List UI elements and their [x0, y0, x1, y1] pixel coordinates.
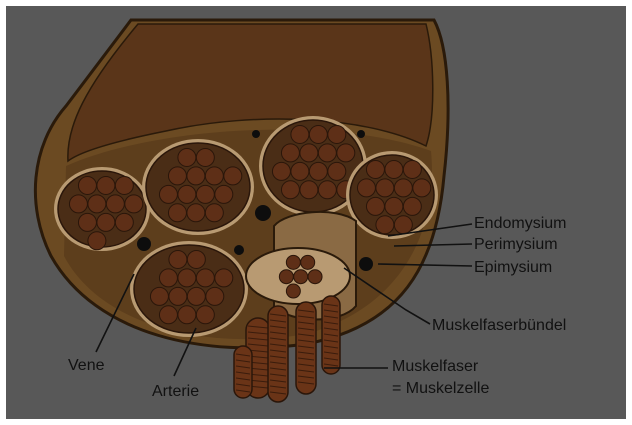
blood-vessel: [137, 237, 151, 251]
diagram-area: Endomysium Perimysium Epimysium Muskelfa…: [6, 6, 626, 419]
blood-vessel: [359, 257, 373, 271]
muscle-fiber-section: [97, 213, 115, 231]
muscle-fiber-section: [300, 181, 318, 199]
muscle-fiber-section: [413, 179, 431, 197]
muscle-fiber-section: [385, 160, 403, 178]
blood-vessel: [234, 245, 244, 255]
muscle-fiber-section: [196, 148, 214, 166]
protruding-muscle-fiber: [234, 346, 252, 398]
muscle-fiber-section: [206, 287, 224, 305]
muscle-fiber-section: [403, 160, 421, 178]
muscle-fiber-section: [169, 250, 187, 268]
label-artery: Arterie: [152, 383, 199, 400]
muscle-fiber-section: [394, 179, 412, 197]
muscle-fiber-section: [78, 213, 96, 231]
muscle-fiber-section: [376, 216, 394, 234]
muscle-fiber-section: [300, 144, 318, 162]
label-endomysium: Endomysium: [474, 215, 566, 232]
muscle-fiber-section: [178, 185, 196, 203]
muscle-fiber-section: [196, 269, 214, 287]
bundle-fiber-section: [286, 284, 300, 298]
muscle-fiber-section: [168, 204, 186, 222]
muscle-fiber-section: [328, 125, 346, 143]
muscle-fiber-section: [187, 287, 205, 305]
muscle-fiber-section: [281, 144, 299, 162]
blood-vessel: [252, 130, 260, 138]
label-muscle-cell: = Muskelzelle: [392, 380, 489, 397]
muscle-fiber-section: [309, 162, 327, 180]
muscle-fiber-section: [159, 185, 177, 203]
bundle-fiber-section: [308, 270, 322, 284]
label-muscle-fiber: Muskelfaser: [392, 358, 479, 375]
muscle-fiber-section: [205, 204, 223, 222]
fascicle: [130, 241, 248, 337]
muscle-fiber-section: [187, 204, 205, 222]
muscle-fiber-section: [115, 213, 133, 231]
muscle-fiber-section: [318, 144, 336, 162]
muscle-fiber-section: [106, 195, 124, 213]
muscle-fiber-section: [215, 185, 233, 203]
muscle-fiber-section: [196, 185, 214, 203]
bundle-fiber-section: [301, 255, 315, 269]
bundle-fiber-section: [294, 270, 308, 284]
muscle-fiber-section: [115, 176, 133, 194]
muscle-fiber-section: [178, 148, 196, 166]
label-perimysium: Perimysium: [474, 236, 558, 253]
muscle-fiber-section: [357, 179, 375, 197]
muscle-fiber-section: [178, 306, 196, 324]
muscle-fiber-section: [272, 162, 290, 180]
muscle-fiber-section: [178, 269, 196, 287]
blood-vessel: [357, 130, 365, 138]
protruding-muscle-fiber: [322, 296, 340, 374]
blood-vessel: [255, 205, 271, 221]
muscle-fiber-section: [215, 269, 233, 287]
bundle-fiber-section: [286, 255, 300, 269]
muscle-fiber-section: [291, 162, 309, 180]
label-muscle-bundle: Muskelfaserbündel: [432, 317, 566, 334]
muscle-fiber-section: [88, 232, 106, 250]
muscle-cross-section-diagram: Endomysium Perimysium Epimysium Muskelfa…: [6, 6, 626, 419]
muscle-fiber-section: [376, 179, 394, 197]
label-epimysium: Epimysium: [474, 259, 552, 276]
muscle-fiber-section: [291, 125, 309, 143]
protruding-muscle-fiber: [296, 302, 316, 394]
muscle-fiber-section: [69, 195, 87, 213]
muscle-fiber-section: [159, 306, 177, 324]
muscle-fiber-section: [97, 176, 115, 194]
muscle-fiber-section: [150, 287, 168, 305]
muscle-fiber-section: [88, 195, 106, 213]
muscle-fiber-section: [337, 144, 355, 162]
muscle-fiber-section: [187, 250, 205, 268]
muscle-fiber-section: [169, 287, 187, 305]
muscle-fiber-section: [78, 176, 96, 194]
muscle-fiber-section: [309, 125, 327, 143]
muscle-fiber-section: [196, 306, 214, 324]
muscle-fiber-section: [205, 167, 223, 185]
muscle-fiber-section: [125, 195, 143, 213]
fascicle: [54, 167, 150, 251]
bundle-fiber-section: [279, 270, 293, 284]
protruding-muscle-fiber: [268, 306, 288, 402]
muscle-fiber-section: [385, 197, 403, 215]
muscle-fiber-section: [366, 160, 384, 178]
muscle-fiber-section: [318, 181, 336, 199]
muscle-fiber-section: [366, 197, 384, 215]
muscle-fiber-section: [168, 167, 186, 185]
muscle-fiber-section: [328, 162, 346, 180]
muscle-fiber-section: [159, 269, 177, 287]
fascicle: [346, 151, 438, 239]
muscle-fiber-section: [187, 167, 205, 185]
fascicle: [142, 139, 254, 235]
muscle-fiber-section: [224, 167, 242, 185]
muscle-fiber-section: [281, 181, 299, 199]
muscle-fiber-section: [394, 216, 412, 234]
muscle-fiber-section: [403, 197, 421, 215]
label-vein: Vene: [68, 357, 105, 374]
